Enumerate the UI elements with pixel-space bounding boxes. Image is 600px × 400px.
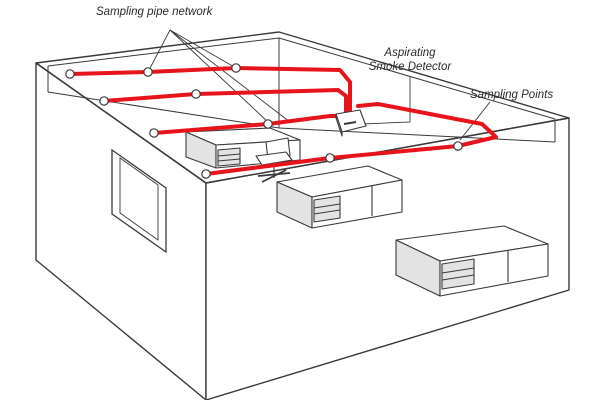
detector-label-line-2: Smoke Detector [368,61,452,73]
wall-top-rim [35,31,570,184]
sampling-point [99,96,109,106]
pipe-network-pointers [147,29,291,123]
desk-middle [276,165,403,229]
detector-label-line-1: Aspirating [384,47,436,59]
detector-pointer [361,76,411,125]
sampling-point [65,69,75,79]
sampling-point [453,141,463,151]
sampling-point [149,128,159,138]
sampling-points [65,63,463,179]
sampling-point [231,63,241,73]
floor-line [47,91,556,143]
aspirating-smoke-detector [335,109,367,137]
sampling-pipe-network-label: Sampling pipe network [96,6,213,18]
office-chair [255,137,293,183]
window [111,148,167,254]
sampling-point [325,153,335,163]
pipe-run-1 [68,66,352,112]
aspirating-smoke-detector-label: Aspirating Smoke Detector [354,46,466,74]
desk-front [395,225,549,297]
pipe-run-2 [102,88,348,114]
inner-wall-edge [47,37,556,120]
left-wall [35,62,207,400]
sampling-point [201,169,211,179]
sampling-point [143,67,153,77]
sampling-point [263,119,273,129]
sampling-points-label: Sampling Points [470,89,554,101]
sampling-point [191,89,201,99]
